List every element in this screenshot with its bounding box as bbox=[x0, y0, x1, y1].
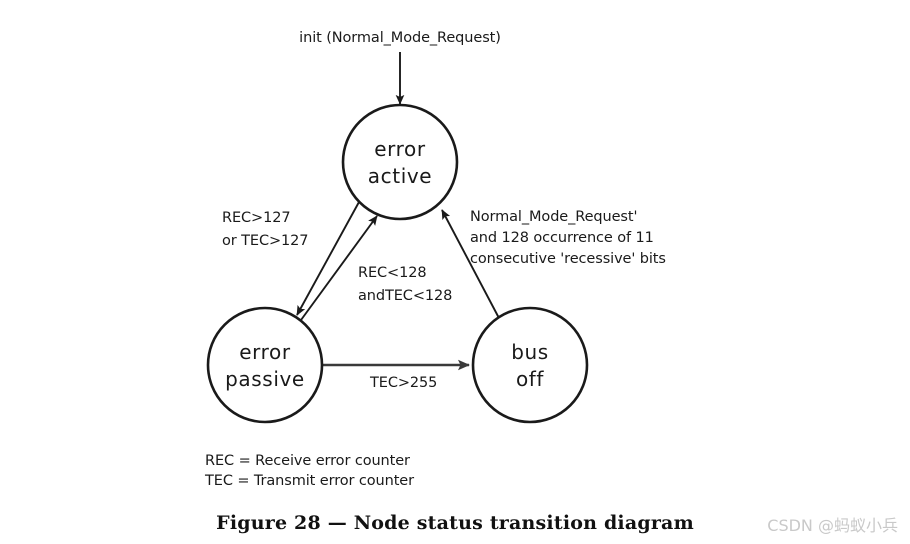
edge-label-error-active-to-error-passive-line1: REC>127 bbox=[222, 210, 291, 226]
node-bus-off-label-line1: bus bbox=[511, 340, 549, 364]
edge-label-error-passive-to-error-active-line1: REC<128 bbox=[358, 265, 427, 281]
legend-item-tec: TEC = Transmit error counter bbox=[204, 473, 414, 489]
edge-label-bus-off-to-error-active-line3: consecutive 'recessive' bits bbox=[470, 251, 666, 267]
init-transition-label: init (Normal_Mode_Request) bbox=[299, 30, 501, 46]
edge-label-error-passive-to-error-active-line2: andTEC<128 bbox=[358, 288, 452, 304]
edge-label-bus-off-to-error-active-line1: Normal_Mode_Request' bbox=[470, 209, 637, 225]
node-bus-off[interactable] bbox=[471, 306, 589, 424]
csdn-watermark: CSDN @蚂蚁小兵 bbox=[767, 516, 898, 535]
edge-bus-off-to-error-active bbox=[441, 209, 501, 321]
node-error-active[interactable] bbox=[341, 103, 459, 221]
node-error-passive[interactable] bbox=[206, 306, 324, 424]
edge-error-active-to-error-passive bbox=[296, 201, 360, 316]
node-error-active-label-line1: error bbox=[374, 137, 426, 161]
legend-item-rec: REC = Receive error counter bbox=[205, 453, 410, 469]
node-error-passive-label-line1: error bbox=[239, 340, 291, 364]
node-error-passive-label-line2: passive bbox=[225, 367, 305, 391]
edge-label-bus-off-to-error-active-line2: and 128 occurrence of 11 bbox=[470, 230, 654, 246]
node-error-active-label-line2: active bbox=[368, 164, 432, 188]
node-bus-off-label-line2: off bbox=[516, 367, 544, 391]
edge-label-error-passive-to-bus-off: TEC>255 bbox=[369, 375, 437, 391]
figure-caption: Figure 28 — Node status transition diagr… bbox=[216, 512, 694, 534]
edge-label-error-active-to-error-passive-line2: or TEC>127 bbox=[222, 233, 308, 249]
edge-error-passive-to-error-active bbox=[300, 215, 378, 321]
